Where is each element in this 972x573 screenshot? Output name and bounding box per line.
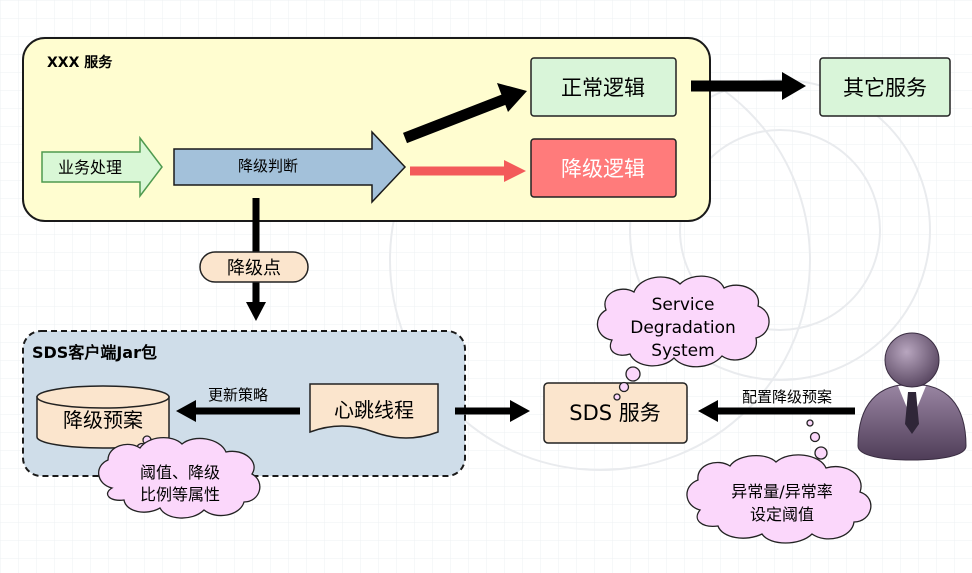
client-jar-title: SDS客户端Jar包: [32, 343, 157, 362]
normal-logic-box: [530, 57, 677, 117]
degrade-logic-box: [530, 138, 677, 198]
sds-service-label: SDS 服务: [569, 401, 661, 425]
sds-system-cloud: [596, 275, 770, 401]
arrow-to-other-service: [691, 72, 806, 100]
sds-service-box: [543, 382, 688, 444]
degrade-logic-label: 降级逻辑: [561, 157, 645, 181]
judge-arrow-shape: [173, 130, 407, 204]
point-to-client-arrow: [246, 280, 266, 321]
judge-label: 降级判断: [238, 157, 298, 175]
degrade-plan-label: 降级预案: [63, 408, 143, 432]
degrade-point-badge: [199, 251, 309, 283]
business-arrow-shape: [41, 135, 163, 199]
anomaly-line-2: 设定阈值: [750, 505, 814, 524]
business-label: 业务处理: [58, 158, 122, 177]
sds-system-line-1: Service: [652, 295, 715, 315]
arrow-to-normal: [403, 83, 527, 144]
heartbeat-to-sds-arrow: [455, 400, 530, 422]
other-service-label: 其它服务: [843, 76, 927, 100]
heartbeat-thread-shape: [309, 383, 439, 439]
normal-logic-label: 正常逻辑: [561, 76, 645, 100]
service-container-title: XXX 服务: [47, 54, 113, 71]
threshold-attr-line-1: 阈值、降级: [140, 463, 220, 482]
operator-person-icon: [857, 332, 967, 461]
config-plan-label: 配置降级预案: [742, 388, 832, 406]
threshold-attr-cloud: [98, 435, 261, 519]
other-service-box: [819, 57, 951, 117]
anomaly-line-1: 异常量/异常率: [731, 482, 832, 501]
update-policy-label: 更新策略: [208, 386, 268, 404]
degrade-point-label: 降级点: [227, 258, 281, 279]
anomaly-cloud: [686, 419, 872, 544]
config-plan-arrow: [698, 400, 855, 422]
sds-system-line-2: Degradation: [630, 318, 736, 338]
threshold-attr-line-2: 比例等属性: [140, 485, 220, 504]
heartbeat-thread-label: 心跳线程: [334, 398, 414, 422]
arrow-to-degrade: [410, 160, 526, 182]
update-policy-arrow: [176, 400, 300, 422]
sds-system-line-3: System: [651, 341, 714, 361]
